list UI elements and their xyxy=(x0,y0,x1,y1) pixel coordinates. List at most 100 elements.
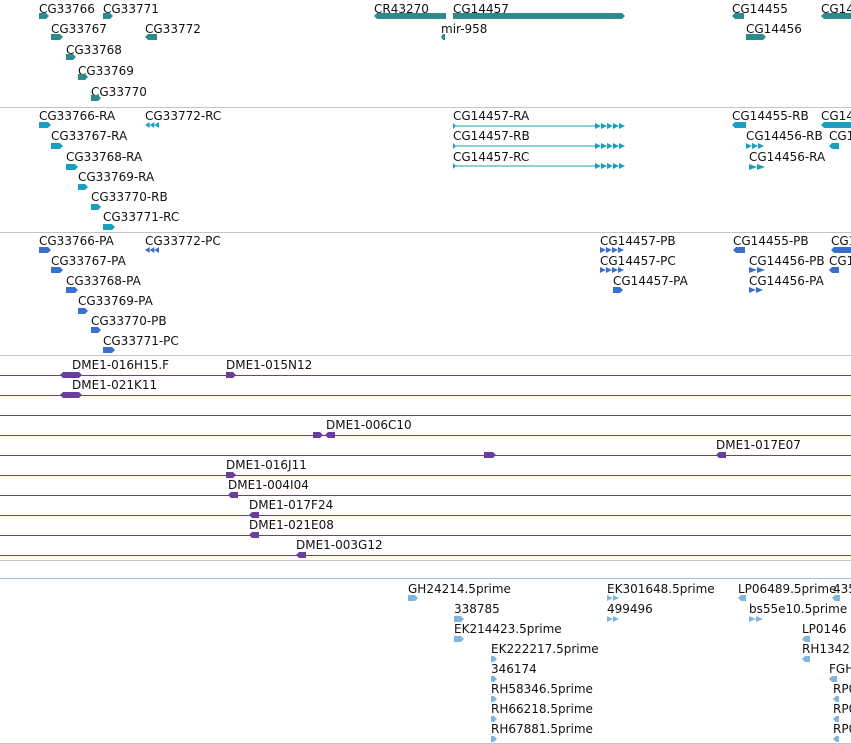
feature-glyph-cg14455-pb[interactable] xyxy=(733,247,745,253)
feature-glyph-cg1[interactable] xyxy=(829,143,839,149)
feature-glyph-rp0[interactable] xyxy=(833,736,839,742)
feature-glyph-cg14457-pb[interactable] xyxy=(600,247,624,253)
feature-glyph-dme1-006c10[interactable] xyxy=(313,432,323,438)
feature-label: RP0 xyxy=(833,702,851,716)
feature-glyph-dme1-015n12[interactable] xyxy=(226,372,236,378)
feature-glyph-cg33771[interactable] xyxy=(103,13,113,19)
feature-glyph-cg33770[interactable] xyxy=(91,95,101,101)
feature-glyph-499496[interactable] xyxy=(607,616,619,622)
feature-glyph-cg14457-ra[interactable] xyxy=(595,123,625,129)
feature-glyph-lp0146[interactable] xyxy=(802,636,810,642)
feature-glyph-cg14457-rb[interactable] xyxy=(453,143,595,149)
feature-glyph-ek301648-5prime[interactable] xyxy=(607,595,619,601)
feature-glyph-mir-958[interactable] xyxy=(441,34,445,40)
feature-glyph-338785[interactable] xyxy=(454,616,464,622)
feature-glyph-dme1-017e07[interactable] xyxy=(484,452,496,458)
feature-label: CG14456-RA xyxy=(749,150,826,164)
feature-glyph-dme1-017e07[interactable] xyxy=(716,452,726,458)
feature-glyph-cg14[interactable] xyxy=(821,122,851,128)
feature-glyph-cg33766-pa[interactable] xyxy=(39,247,51,253)
feature-glyph-rh66218-5prime[interactable] xyxy=(491,716,497,722)
clone-span-line xyxy=(0,555,851,556)
feature-glyph-cg14456-ra[interactable] xyxy=(749,164,765,170)
feature-glyph-cg14456-pb[interactable] xyxy=(749,267,765,273)
feature-glyph-dme1-021k11[interactable] xyxy=(70,392,82,398)
feature-glyph-ek222217-5prime[interactable] xyxy=(491,656,497,662)
feature-glyph-ek214423-5prime[interactable] xyxy=(454,636,464,642)
feature-glyph-dme1-017f24[interactable] xyxy=(249,512,259,518)
feature-label: DME1-003G12 xyxy=(296,538,383,552)
feature-glyph-cg14457-ra[interactable] xyxy=(453,123,595,129)
feature-glyph-cg33771-rc[interactable] xyxy=(103,224,115,230)
feature-glyph-435[interactable] xyxy=(832,595,840,601)
feature-label: CG33770-RB xyxy=(91,190,168,204)
feature-glyph-gh24214-5prime[interactable] xyxy=(408,595,418,601)
feature-glyph-cg33769-pa[interactable] xyxy=(78,308,88,314)
feature-glyph-cr43270[interactable] xyxy=(374,13,446,19)
feature-label: CG14 xyxy=(821,2,851,16)
feature-glyph-cg33772[interactable] xyxy=(145,34,157,40)
clone-span-line xyxy=(0,535,851,536)
feature-glyph-cg14457[interactable] xyxy=(453,13,625,19)
feature-glyph-lp06489-5prime[interactable] xyxy=(738,595,746,601)
feature-glyph-cg33770-rb[interactable] xyxy=(91,204,101,210)
clone-span-line xyxy=(0,495,851,496)
feature-glyph-rh1342[interactable] xyxy=(802,656,810,662)
feature-glyph-dme1-004i04[interactable] xyxy=(228,492,238,498)
feature-glyph-cg14455[interactable] xyxy=(732,13,744,19)
feature-label: CG14457-PA xyxy=(613,274,688,288)
feature-label: DME1-021E08 xyxy=(249,518,334,532)
feature-glyph-cg33771-pc[interactable] xyxy=(103,347,115,353)
feature-glyph-rh67881-5prime[interactable] xyxy=(491,736,497,742)
feature-glyph-cg33772-pc[interactable] xyxy=(145,247,159,253)
feature-glyph-cg33772-rc[interactable] xyxy=(145,122,159,128)
feature-glyph-cg33767-ra[interactable] xyxy=(51,143,63,149)
feature-glyph-cg14455-rb[interactable] xyxy=(732,122,746,128)
feature-glyph-rp0[interactable] xyxy=(833,716,839,722)
feature-glyph-bs55e10-5prime[interactable] xyxy=(749,616,763,622)
feature-glyph-cg33768-pa[interactable] xyxy=(66,287,78,293)
feature-glyph-cg1[interactable] xyxy=(829,267,839,273)
track-separator xyxy=(0,355,851,356)
feature-glyph-dme1-016h15-f[interactable] xyxy=(70,372,82,378)
feature-label: CG33766-RA xyxy=(39,109,116,123)
feature-glyph-cg33769-ra[interactable] xyxy=(78,184,88,190)
feature-glyph-346174[interactable] xyxy=(491,676,497,682)
feature-glyph-cg33767-pa[interactable] xyxy=(51,267,63,273)
feature-glyph-cg33770-pb[interactable] xyxy=(91,327,101,333)
feature-glyph-cg14456[interactable] xyxy=(746,34,766,40)
feature-glyph-cg14457-rc[interactable] xyxy=(595,163,625,169)
feature-glyph-cg14457-pa[interactable] xyxy=(613,287,623,293)
feature-glyph-cg14457-rc[interactable] xyxy=(453,163,595,169)
feature-glyph-cg33768[interactable] xyxy=(66,54,76,60)
feature-glyph-cg14457-pc[interactable] xyxy=(600,267,624,273)
track-separator xyxy=(0,560,851,561)
feature-glyph-cg14456-rb[interactable] xyxy=(746,143,764,149)
feature-glyph-cg33766-ra[interactable] xyxy=(39,122,51,128)
feature-glyph-dme1-021e08[interactable] xyxy=(249,532,259,538)
feature-label: 338785 xyxy=(454,602,500,616)
feature-glyph-cg33768-ra[interactable] xyxy=(66,164,78,170)
feature-label: CG14456 xyxy=(746,22,802,36)
feature-glyph-cg14457-rb[interactable] xyxy=(595,143,625,149)
feature-glyph-dme1-016h15-f[interactable] xyxy=(60,372,70,378)
feature-label: CG33772 xyxy=(145,22,201,36)
feature-glyph-rh58346-5prime[interactable] xyxy=(491,696,497,702)
feature-label: CG14457-PC xyxy=(600,254,676,268)
feature-glyph-dme1-006c10[interactable] xyxy=(325,432,335,438)
feature-glyph-dme1-003g12[interactable] xyxy=(296,552,306,558)
feature-glyph-cg33767[interactable] xyxy=(51,34,63,40)
feature-glyph-fgh[interactable] xyxy=(829,676,837,682)
feature-label: CG14456-PB xyxy=(749,254,825,268)
clone-span-line xyxy=(0,475,851,476)
feature-glyph-cg33769[interactable] xyxy=(78,74,88,80)
feature-label: LP06489.5prime xyxy=(738,582,837,596)
feature-glyph-cg14456-pa[interactable] xyxy=(749,287,763,293)
feature-glyph-dme1-021k11[interactable] xyxy=(60,392,70,398)
feature-glyph-cg14[interactable] xyxy=(821,13,851,19)
feature-glyph-cg33766[interactable] xyxy=(39,13,49,19)
feature-glyph-rp0[interactable] xyxy=(833,696,839,702)
feature-glyph-dme1-016j11[interactable] xyxy=(226,472,236,478)
feature-glyph-cg1[interactable] xyxy=(831,247,851,253)
clone-span-line xyxy=(0,395,851,396)
